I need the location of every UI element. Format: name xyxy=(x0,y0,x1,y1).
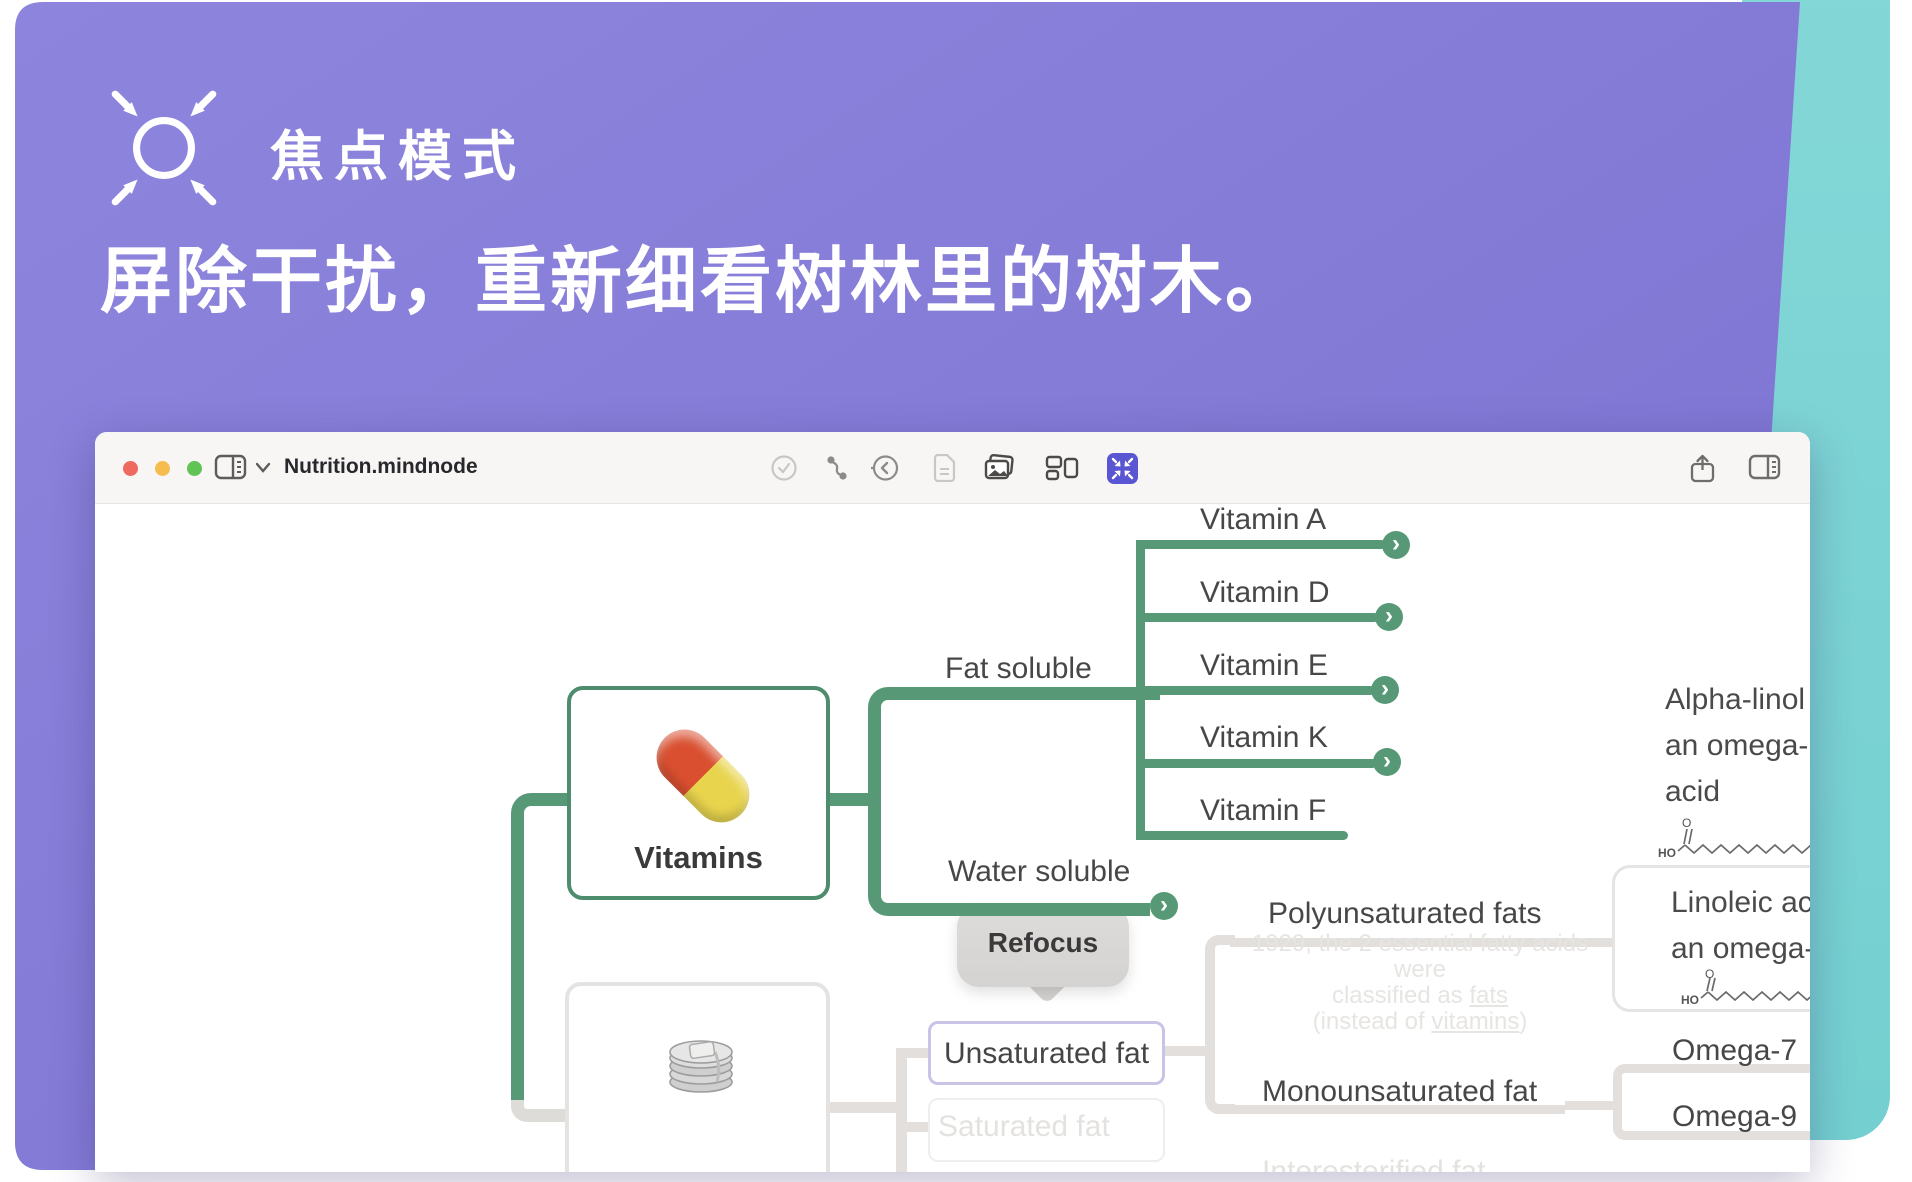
titlebar: Nutrition.mindnode xyxy=(95,432,1810,504)
water-soluble-collapse-button[interactable]: › xyxy=(1150,892,1178,920)
unsaturated-out-line xyxy=(1165,1046,1210,1056)
vitamin-f-underline xyxy=(1136,831,1348,840)
window-title: Nutrition.mindnode xyxy=(284,455,478,478)
chevron-down-icon[interactable] xyxy=(255,462,271,474)
node-water-soluble[interactable]: Water soluble xyxy=(948,855,1131,888)
unsaturated-stub-line xyxy=(907,1048,928,1058)
node-vitamin-d[interactable]: Vitamin D xyxy=(1200,576,1330,609)
node-linoleic-line1: Linoleic ac xyxy=(1671,886,1810,919)
node-unsaturated-label: Unsaturated fat xyxy=(943,1037,1150,1070)
close-window-button[interactable] xyxy=(123,461,138,476)
node-saturated-box xyxy=(928,1098,1165,1162)
note-line-1: 1929, the 2 essential fatty acids were xyxy=(1251,930,1589,983)
node-connection-icon[interactable] xyxy=(823,454,851,482)
vitamin-k-underline xyxy=(1136,759,1377,768)
node-omega7[interactable]: Omega-7 xyxy=(1672,1034,1798,1067)
faded-branch-to-essential xyxy=(511,1100,565,1122)
share-icon[interactable] xyxy=(1690,454,1716,484)
pancakes-emoji xyxy=(669,1040,733,1093)
note-link-fats[interactable]: fats xyxy=(1469,982,1509,1009)
vitamin-a-underline xyxy=(1136,540,1386,549)
node-polyunsaturated[interactable]: Polyunsaturated fats xyxy=(1268,897,1542,930)
focus-mode-icon xyxy=(111,90,217,206)
node-alpha-linolenic-line1[interactable]: Alpha-linol xyxy=(1665,683,1806,716)
vitamins-out-branch xyxy=(830,793,877,806)
task-checkmark-icon[interactable] xyxy=(770,454,798,482)
mindnode-window: Nutrition.mindnode xyxy=(95,432,1810,1172)
svg-text:O: O xyxy=(1682,816,1691,830)
refocus-label: Refocus xyxy=(987,927,1099,958)
vitamin-d-collapse-button[interactable]: › xyxy=(1375,603,1403,631)
node-linoleic-line2: an omega- xyxy=(1671,932,1810,965)
note-line-2: classified as xyxy=(1331,982,1470,1009)
node-vitamin-e[interactable]: Vitamin E xyxy=(1200,649,1328,682)
svg-text:HO: HO xyxy=(1658,846,1676,860)
node-vitamins[interactable]: Vitamins xyxy=(567,686,830,900)
water-soluble-branch xyxy=(868,800,1150,916)
node-interesterified[interactable]: Interesterified fat xyxy=(1262,1155,1486,1172)
note-line-3: (instead of xyxy=(1312,1008,1432,1035)
refocus-button[interactable]: Refocus xyxy=(957,905,1129,987)
focus-mode-button-active[interactable] xyxy=(1107,453,1138,484)
node-vitamin-k[interactable]: Vitamin K xyxy=(1200,721,1328,754)
node-essential-label: Essential xyxy=(569,1166,826,1172)
node-unsaturated-selected[interactable]: Unsaturated fat xyxy=(928,1021,1165,1085)
saturated-stub-line xyxy=(907,1122,930,1132)
node-monounsaturated[interactable]: Monounsaturated fat xyxy=(1262,1075,1538,1108)
root-branch-line xyxy=(511,793,567,1105)
notes-document-icon[interactable] xyxy=(932,454,956,482)
vitamin-d-underline xyxy=(1136,613,1379,622)
omega7-branch-line xyxy=(1613,1064,1810,1109)
vitamin-e-underline xyxy=(1136,686,1375,695)
quick-entry-icon[interactable] xyxy=(870,454,900,482)
minimize-window-button[interactable] xyxy=(155,461,170,476)
note-line-3-end: ) xyxy=(1519,1008,1528,1035)
node-alpha-linolenic-line2: an omega- xyxy=(1665,729,1809,762)
polyunsaturated-underline xyxy=(1230,938,1612,947)
essential-branch-line xyxy=(830,1102,896,1113)
node-linoleic[interactable]: Linoleic ac an omega- HO O xyxy=(1612,865,1810,1012)
omega-stub-line xyxy=(1565,1101,1613,1110)
svg-text:O: O xyxy=(1705,968,1714,981)
node-saturated[interactable]: Saturated fat xyxy=(938,1110,1110,1143)
node-omega9[interactable]: Omega-9 xyxy=(1672,1100,1798,1133)
node-vitamin-a[interactable]: Vitamin A xyxy=(1200,503,1327,536)
note-essential-fatty-acids[interactable]: 1929, the 2 essential fatty acids were c… xyxy=(1240,931,1600,1035)
fat-soluble-branch xyxy=(868,687,1160,800)
node-vitamins-label: Vitamins xyxy=(634,840,763,875)
vitamin-k-collapse-button[interactable]: › xyxy=(1373,748,1401,776)
linoleic-structure: HO O xyxy=(1681,968,1810,1007)
monounsaturated-underline xyxy=(1215,1105,1565,1114)
boards-layout-icon[interactable] xyxy=(1045,454,1079,482)
vitamin-e-collapse-button[interactable]: › xyxy=(1371,676,1399,704)
alpha-linolenic-structure: HO O xyxy=(1658,816,1810,860)
pill-emoji xyxy=(645,718,761,834)
essential-bracket-line xyxy=(896,1048,907,1172)
node-vitamin-f[interactable]: Vitamin F xyxy=(1200,794,1327,827)
document-tabs-icon[interactable] xyxy=(214,454,248,480)
omega9-branch-line xyxy=(1613,1100,1810,1140)
hero-badge-label: 焦点模式 xyxy=(270,127,526,187)
media-library-icon[interactable] xyxy=(983,454,1015,482)
sidebar-toggle-icon[interactable] xyxy=(1748,454,1782,480)
polyunsaturated-branch-line xyxy=(1205,935,1235,1055)
node-alpha-linolenic-line3: acid xyxy=(1665,775,1721,808)
vitamin-a-collapse-button[interactable]: › xyxy=(1382,531,1410,559)
note-link-vitamins[interactable]: vitamins xyxy=(1431,1008,1520,1035)
svg-text:HO: HO xyxy=(1681,993,1699,1007)
zoom-window-button[interactable] xyxy=(187,461,202,476)
hero-headline: 屏除干扰，重新细看树林里的树木。 xyxy=(100,242,1301,322)
node-fat-soluble[interactable]: Fat soluble xyxy=(945,652,1092,685)
node-essential[interactable]: Essential xyxy=(565,982,830,1172)
